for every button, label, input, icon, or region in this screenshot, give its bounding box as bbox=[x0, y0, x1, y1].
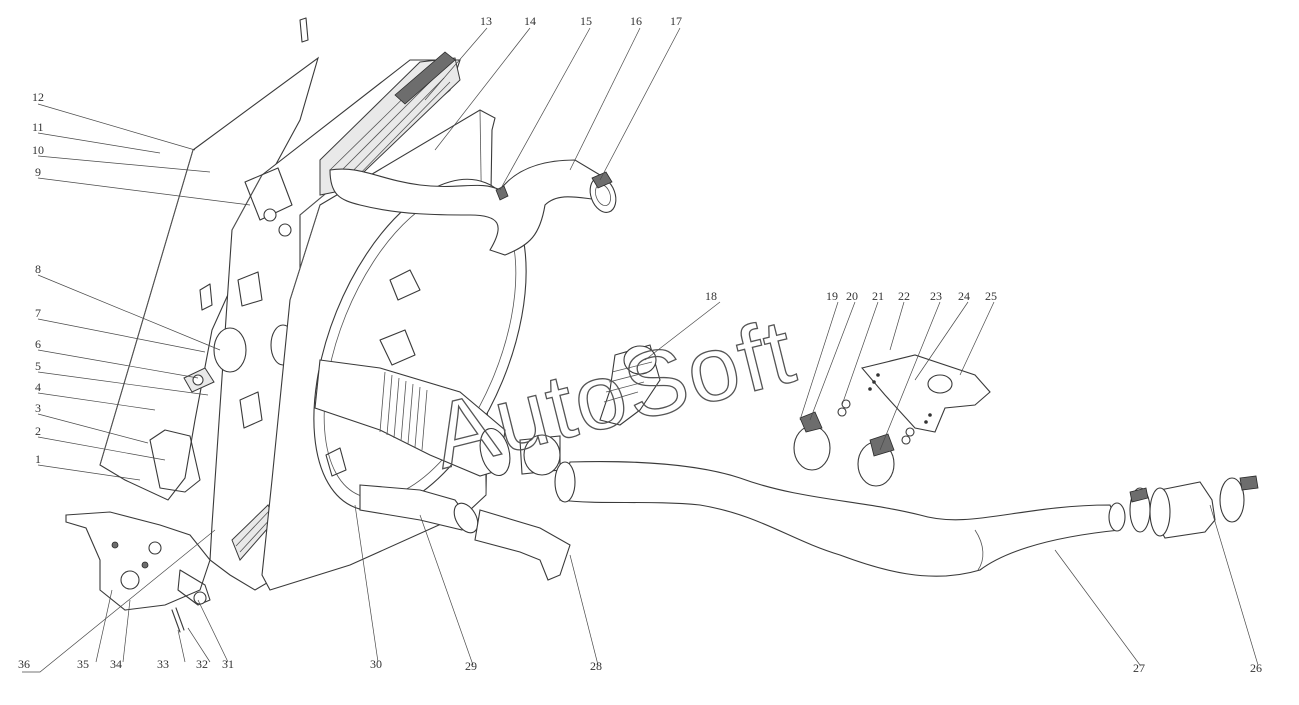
hose-coupling bbox=[1129, 475, 1259, 539]
lower-mount-bracket bbox=[65, 511, 211, 633]
callout-36: 36 bbox=[18, 657, 30, 671]
callout-29: 29 bbox=[465, 659, 477, 673]
callout-34: 34 bbox=[110, 657, 122, 671]
callout-22: 22 bbox=[898, 289, 910, 303]
callout-26: 26 bbox=[1250, 661, 1262, 675]
callout-2: 2 bbox=[35, 424, 41, 438]
callout-15: 15 bbox=[580, 14, 592, 28]
callout-5: 5 bbox=[35, 359, 41, 373]
leader-lines bbox=[22, 27, 1259, 673]
callout-20: 20 bbox=[846, 289, 858, 303]
callout-17: 17 bbox=[670, 14, 682, 28]
upper-coolant-hose bbox=[299, 17, 617, 256]
callout-14: 14 bbox=[524, 14, 536, 28]
callout-18: 18 bbox=[705, 289, 717, 303]
intercooler-pipe bbox=[554, 461, 1126, 577]
radiator-core bbox=[149, 51, 461, 591]
callout-24: 24 bbox=[958, 289, 970, 303]
clamp-set bbox=[793, 354, 991, 487]
callout-4: 4 bbox=[35, 380, 41, 394]
callout-7: 7 bbox=[35, 306, 41, 320]
callout-12: 12 bbox=[32, 90, 44, 104]
callout-32: 32 bbox=[196, 657, 208, 671]
callout-6: 6 bbox=[35, 337, 41, 351]
callout-35: 35 bbox=[77, 657, 89, 671]
callout-21: 21 bbox=[872, 289, 884, 303]
callout-16: 16 bbox=[630, 14, 642, 28]
callout-10: 10 bbox=[32, 143, 44, 157]
charge-air-pipe bbox=[314, 344, 661, 477]
callout-labels: 12 11 10 9 8 7 6 5 4 3 2 1 13 14 15 16 1… bbox=[18, 14, 1262, 675]
callout-1: 1 bbox=[35, 452, 41, 466]
callout-11: 11 bbox=[32, 120, 44, 134]
callout-31: 31 bbox=[222, 657, 234, 671]
callout-9: 9 bbox=[35, 165, 41, 179]
callout-8: 8 bbox=[35, 262, 41, 276]
callout-30: 30 bbox=[370, 657, 382, 671]
callout-33: 33 bbox=[157, 657, 169, 671]
callout-25: 25 bbox=[985, 289, 997, 303]
callout-3: 3 bbox=[35, 401, 41, 415]
callout-27: 27 bbox=[1133, 661, 1145, 675]
callout-23: 23 bbox=[930, 289, 942, 303]
lower-hoses bbox=[359, 434, 571, 581]
callout-28: 28 bbox=[590, 659, 602, 673]
callout-19: 19 bbox=[826, 289, 838, 303]
callout-13: 13 bbox=[480, 14, 492, 28]
